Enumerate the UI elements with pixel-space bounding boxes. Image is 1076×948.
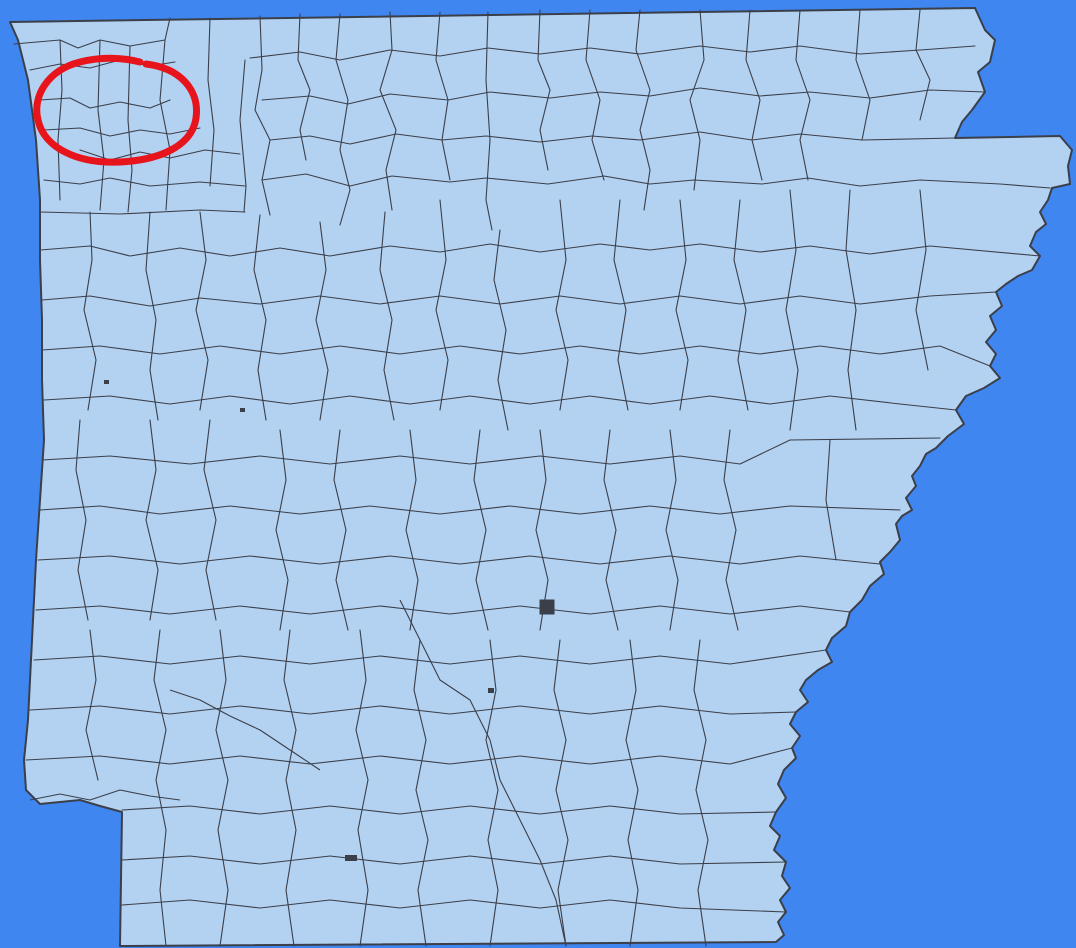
lake [240,408,245,412]
lakes [104,380,555,861]
lake [345,855,357,861]
lake [488,688,494,693]
state-outline [9,7,1073,947]
lake [539,599,555,615]
highlight-circle [33,54,200,166]
lake [104,380,109,384]
